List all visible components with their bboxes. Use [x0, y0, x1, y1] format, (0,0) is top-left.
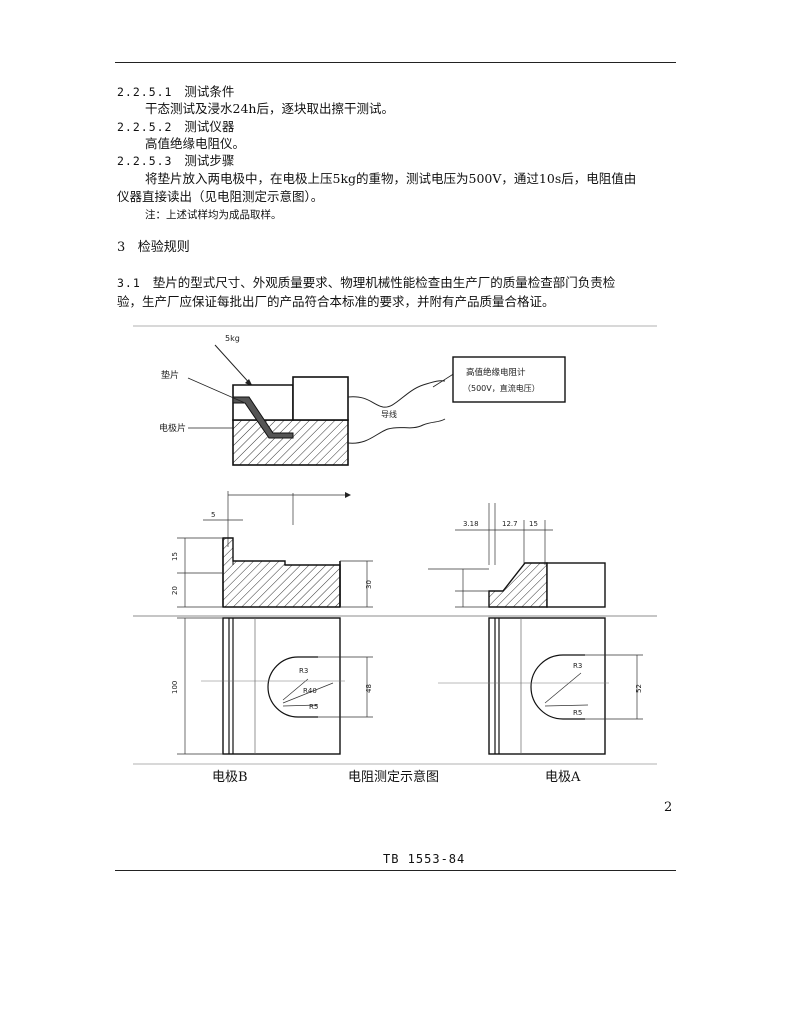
radius-label-b-r3: R3 [299, 667, 308, 675]
dim-label-a-52: 52 [635, 684, 643, 693]
meter-pointer [432, 372, 456, 388]
radius-line [282, 682, 334, 704]
dim-label-a-127: 12.7 [502, 520, 518, 528]
section-2-2-5-3-heading: 2.2.5.3 测试步骤 [117, 153, 234, 169]
radius-label-b-r40: R40 [303, 687, 317, 695]
section-text: 垫片的型式尺寸、外观质量要求、物理机械性能检查由生产厂的质量检查部门负责检 [152, 275, 616, 290]
section-title: 测试仪器 [184, 119, 235, 134]
meter-label-line1: 高值绝缘电阻计 [466, 367, 526, 378]
section-number: 2.2.5.1 [117, 85, 173, 99]
section-2-2-5-3-body-line1: 将垫片放入两电极中，在电极上压5kg的重物，测试电压为500V，通过10s后，电… [145, 171, 637, 186]
radius-line [282, 704, 319, 707]
gasket-label: 垫片 [161, 369, 179, 381]
electrode-a-arc [530, 654, 585, 720]
dim-label-b-100: 100 [171, 681, 179, 694]
caption-figure-title: 电阻测定示意图 [348, 770, 440, 785]
section-number: 3 [117, 240, 126, 255]
lower-electrode [232, 419, 349, 466]
section-title: 检验规则 [137, 240, 190, 255]
electrode-b-arc [267, 656, 318, 718]
weight-label: 5kg [225, 334, 240, 343]
electrode-b-drawing: 5 15 20 30 R3 R40 R5 [133, 491, 657, 755]
radius-line [282, 678, 309, 701]
meter-label-line2: （500V，直流电压） [463, 383, 540, 393]
dim-label-b-20: 20 [171, 586, 179, 595]
page-number: 2 [664, 800, 673, 815]
section-number: 2.2.5.2 [117, 120, 173, 134]
electrode-a-drawing: 3.18 12.7 15 R3 R5 52 [428, 503, 643, 755]
radius-label-b-r5: R5 [309, 703, 318, 711]
bottom-rule [115, 870, 676, 871]
section-title: 测试步骤 [184, 153, 235, 168]
section-2-2-5-2-body: 高值绝缘电阻仪。 [145, 136, 246, 151]
assembly-diagram: 5kg 垫片 电极片 导线 高值绝缘电阻计 （500V，直流电压） [159, 334, 566, 466]
section-title: 测试条件 [184, 84, 235, 99]
section-2-2-5-1-body: 干态测试及浸水24h后，逐块取出擦干测试。 [145, 101, 394, 116]
section-2-2-5-2-heading: 2.2.5.2 测试仪器 [117, 119, 234, 135]
radius-line [544, 672, 582, 704]
dim-arrowhead [345, 492, 351, 498]
gasket-leader [187, 377, 246, 404]
meter-box [452, 356, 566, 403]
section-3-heading: 3 检验规则 [117, 240, 190, 256]
section-number: 2.2.5.3 [117, 154, 173, 168]
caption-electrode-b: 电极B [212, 770, 248, 785]
dim-label-b-30: 30 [365, 580, 373, 589]
note-text: 注：上述试样均为成品取样。 [145, 209, 282, 221]
electrode-b-section [222, 537, 341, 608]
section-3-1-line1: 3.1 垫片的型式尺寸、外观质量要求、物理机械性能检查由生产厂的质量检查部门负责… [117, 275, 615, 291]
dim-label-b-5: 5 [211, 511, 215, 519]
gasket-shape [232, 396, 294, 439]
electrode-a-section [488, 562, 548, 608]
electrode-b-plan [222, 617, 341, 755]
standard-code: TB 1553-84 [383, 852, 466, 866]
section-number: 3.1 [117, 276, 141, 290]
electrode-a-plan [488, 617, 606, 755]
section-2-2-5-1-heading: 2.2.5.1 测试条件 [117, 84, 234, 100]
section-3-1-line2: 验，生产厂应保证每批出厂的产品符合本标准的要求，并附有产品质量合格证。 [117, 294, 555, 309]
radius-label-a-r5: R5 [573, 709, 582, 717]
section-2-2-5-3-body-line2: 仪器直接读出（见电阻测定示意图）。 [117, 189, 324, 204]
electrode-a-right-block [546, 562, 606, 608]
caption-electrode-a: 电极A [545, 770, 581, 785]
upper-wire [347, 380, 446, 408]
radius-label-a-r3: R3 [573, 662, 582, 670]
electrode-label: 电极片 [159, 422, 186, 434]
dim-label-b-48: 48 [365, 684, 373, 693]
dim-label-b-15: 15 [171, 552, 179, 561]
weight-arrow [214, 344, 254, 388]
top-rule [115, 62, 676, 63]
dim-label-a-318: 3.18 [463, 520, 479, 528]
resistance-test-figure: 5kg 垫片 电极片 导线 高值绝缘电阻计 （500V，直流电压） 5 [133, 325, 657, 765]
radius-line [544, 704, 589, 707]
wire-label: 导线 [381, 409, 397, 419]
dim-label-a-15: 15 [529, 520, 538, 528]
upper-electrode-right [292, 376, 349, 421]
lower-wire [347, 418, 446, 444]
